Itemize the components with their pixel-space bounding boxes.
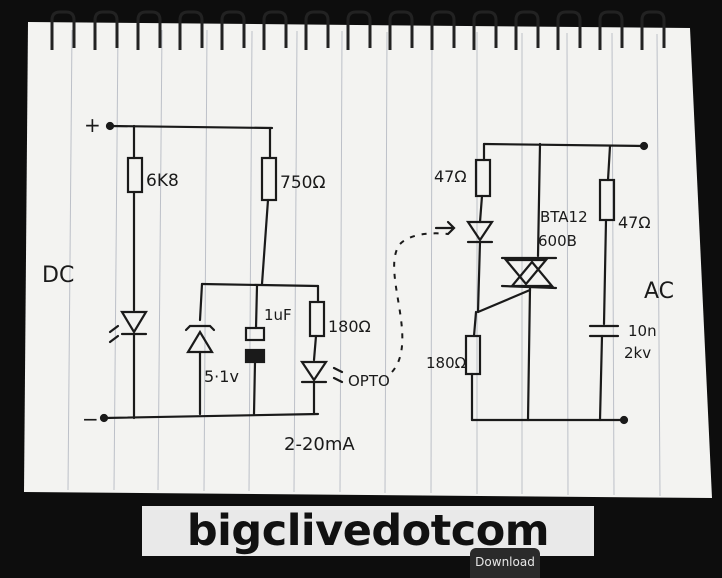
download-button[interactable]: Download bbox=[470, 548, 540, 578]
dc-label: DC bbox=[42, 263, 74, 288]
ac-circuit bbox=[434, 141, 649, 425]
triac-part: BTA12 bbox=[540, 208, 588, 226]
dc-plus-label: + bbox=[84, 113, 101, 137]
current-label: 2-20mA bbox=[284, 434, 355, 455]
dc-minus-label: − bbox=[82, 407, 99, 431]
snubber-cap-value: 10n bbox=[628, 322, 657, 340]
snubber-cap-voltage: 2kv bbox=[624, 344, 651, 362]
triac-rating: 600B bbox=[538, 232, 577, 250]
r-snubber-value: 47Ω bbox=[618, 213, 651, 232]
ruled-lines bbox=[67, 29, 661, 497]
watermark-banner: bigclivedotcom bbox=[142, 506, 594, 556]
r-gate-top-value: 47Ω bbox=[434, 167, 467, 186]
r2-value: 750Ω bbox=[280, 173, 325, 193]
dc-circuit bbox=[99, 121, 344, 423]
zener-value: 5·1v bbox=[204, 367, 239, 386]
r3-value: 180Ω bbox=[328, 317, 371, 336]
r1-value: 6K8 bbox=[146, 171, 179, 191]
spiral-binding bbox=[50, 10, 666, 50]
opto-label: OPTO bbox=[348, 372, 390, 390]
ac-label: AC bbox=[644, 279, 674, 304]
notebook-page bbox=[24, 22, 712, 498]
opto-coupling-link bbox=[391, 232, 449, 373]
r-gate-bottom-value: 180Ω bbox=[426, 354, 466, 372]
cap-value: 1uF bbox=[264, 306, 292, 324]
